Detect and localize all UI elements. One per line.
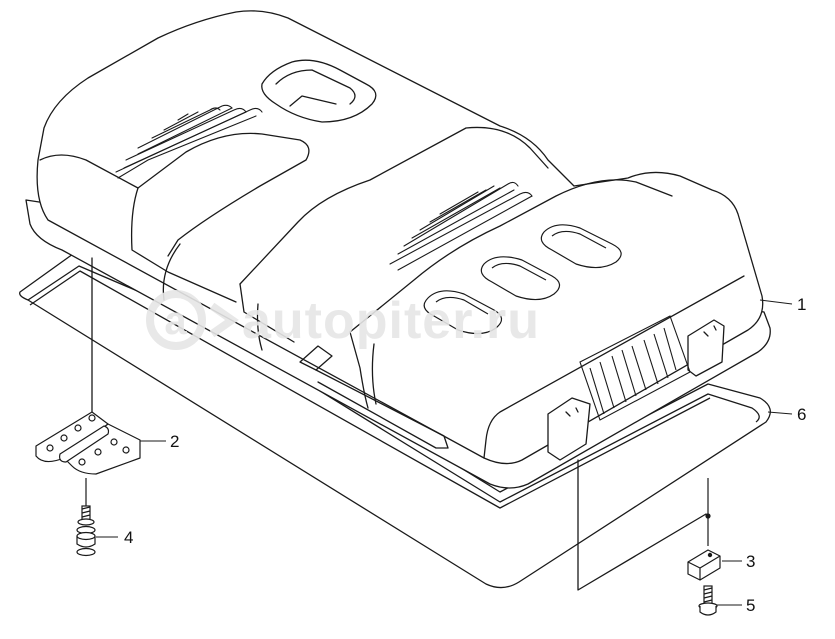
callout-3: 3 [746,552,755,571]
cover-slots-icon [423,224,622,335]
watermark: a autopiter.ru [146,290,540,350]
callout-2: 2 [170,432,179,451]
watermark-text: autopiter.ru [242,292,540,350]
side-grille-icon [579,315,691,421]
watermark-badge-icon [146,290,206,350]
seal-gasket-icon [19,253,771,589]
leader-lines [96,299,793,606]
vent-louvers-top-icon [115,104,263,179]
bolt-with-washers-icon [76,478,96,557]
bracket-icon [687,478,721,581]
hinge-icon [35,411,141,475]
watermark-badge: a [164,299,187,343]
callout-1: 1 [797,295,806,314]
callout-6: 6 [797,405,806,424]
callout-4: 4 [124,528,133,547]
callout-5: 5 [746,596,755,615]
flange-bolt-icon [698,585,718,616]
vent-louvers-middle-icon [389,181,533,271]
watermark-chevron-icon [209,302,239,338]
